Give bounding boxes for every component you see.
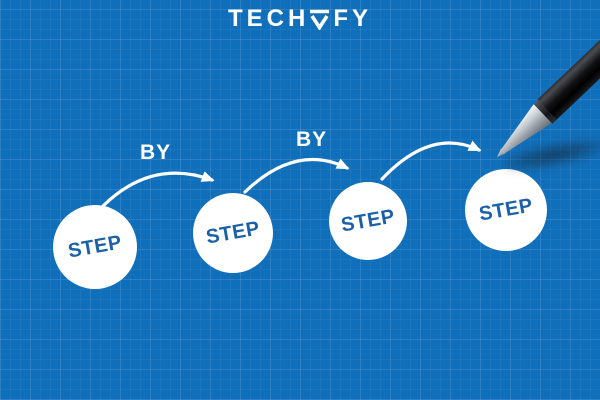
techvify-logo: TECH FY bbox=[0, 4, 600, 33]
logo-text-after: FY bbox=[333, 4, 372, 33]
step-circle-1: STEP bbox=[53, 205, 137, 289]
step-circle-2: STEP bbox=[193, 193, 273, 273]
arrow-2 bbox=[243, 158, 350, 194]
step-label-1: STEP bbox=[66, 230, 124, 263]
logo-v-glyph-icon bbox=[310, 9, 330, 30]
connector-label-by-2: BY bbox=[296, 128, 328, 151]
step-label-2: STEP bbox=[204, 216, 262, 249]
arrow-1 bbox=[101, 171, 215, 208]
step-label-3: STEP bbox=[339, 204, 397, 237]
connector-label-by-1: BY bbox=[140, 141, 172, 164]
arrow-3 bbox=[380, 140, 482, 181]
step-circle-4: STEP bbox=[465, 169, 547, 251]
step-label-4: STEP bbox=[477, 193, 535, 226]
logo-text-before: TECH bbox=[227, 4, 310, 33]
step-circle-3: STEP bbox=[329, 182, 407, 260]
